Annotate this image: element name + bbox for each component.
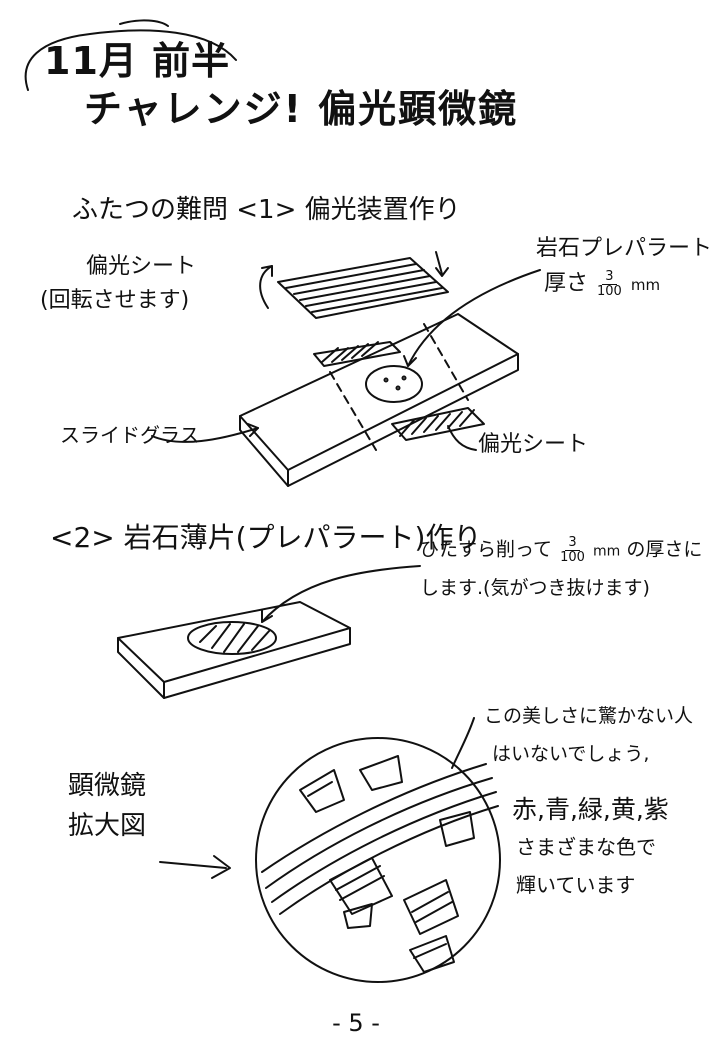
- title-line-2: チャレンジ! 偏光顕微鏡: [84, 87, 519, 131]
- title-swoosh: [24, 29, 237, 91]
- leader-polarizer-bottom: [447, 425, 477, 451]
- arrow-right-head: [211, 855, 231, 879]
- leader-thin-section-head: [261, 609, 273, 623]
- rock-dot: [383, 377, 389, 383]
- note-fraction: 3 100: [560, 536, 585, 564]
- note-denominator: 100: [560, 549, 585, 565]
- rotate-arrow-icon: [259, 265, 273, 309]
- comment-line-3: 赤,青,緑,黄,紫: [512, 795, 669, 824]
- label-prepared-slide: 岩石プレパラート: [536, 236, 712, 261]
- note-unit: mm: [592, 543, 621, 560]
- polarizer-sheet-top: [277, 257, 449, 319]
- thickness-denominator: 100: [597, 283, 622, 299]
- slide-glass-drawing: [239, 313, 519, 487]
- leader-slide-glass-head: [247, 423, 259, 437]
- comment-line-1: この美しさに驚かない人: [484, 705, 694, 727]
- comment-line-4: さまざまな色で: [516, 835, 656, 859]
- microscope-view-circle: [255, 737, 501, 983]
- title-line-1: 11月 前半: [44, 39, 231, 83]
- leader-comment: [451, 717, 475, 769]
- leader-prepared-slide: [407, 269, 541, 367]
- arrow-down-icon: [435, 251, 443, 275]
- section1-heading: ふたつの難問 <1> 偏光装置作り: [72, 195, 461, 225]
- rotate-arrow-head: [261, 265, 273, 277]
- section2-note-line-1: ひたすら削って 3 100 mm の厚さに: [420, 536, 702, 564]
- thickness-prefix: 厚さ: [544, 271, 589, 297]
- label-microscope: 顕微鏡: [68, 771, 147, 801]
- title-swoosh-tail: [119, 19, 169, 27]
- rock-specimen: [365, 365, 423, 403]
- leader-prepared-slide-head: [403, 355, 417, 367]
- label-slide-glass: スライドグラス: [60, 423, 200, 447]
- label-polarizer-top-note: (回転させます): [40, 288, 190, 313]
- section2-note-line-2: します.(気がつき抜けます): [420, 577, 650, 599]
- label-polarizer-bottom: 偏光シート: [478, 432, 589, 457]
- arrow-down-head: [435, 267, 449, 277]
- leader-slide-glass: [151, 427, 259, 443]
- note-prefix: ひたすら削って: [420, 538, 553, 561]
- note-numerator: 3: [565, 536, 580, 551]
- leader-thin-section: [261, 565, 421, 623]
- label-thickness: 厚さ 3 100 mm: [544, 270, 660, 298]
- rock-dot: [395, 385, 401, 391]
- thickness-fraction: 3 100: [597, 270, 622, 298]
- label-polarizer-top: 偏光シート: [86, 254, 197, 279]
- section2-heading: <2> 岩石薄片(プレパラート)作り: [50, 521, 482, 554]
- thickness-unit: mm: [630, 276, 661, 295]
- thin-section-drawing: [117, 601, 351, 699]
- thickness-numerator: 3: [602, 270, 617, 285]
- note-suffix: の厚さに: [626, 538, 703, 561]
- page-number: - 5 -: [332, 1009, 380, 1037]
- comment-line-2: はいないでしょう,: [492, 743, 650, 765]
- arrow-right-icon: [159, 861, 227, 869]
- comment-line-5: 輝いています: [516, 873, 636, 897]
- polarizer-sheet-bottom: [313, 341, 485, 441]
- rock-dot: [401, 375, 407, 381]
- label-magnified-view: 拡大図: [68, 811, 147, 841]
